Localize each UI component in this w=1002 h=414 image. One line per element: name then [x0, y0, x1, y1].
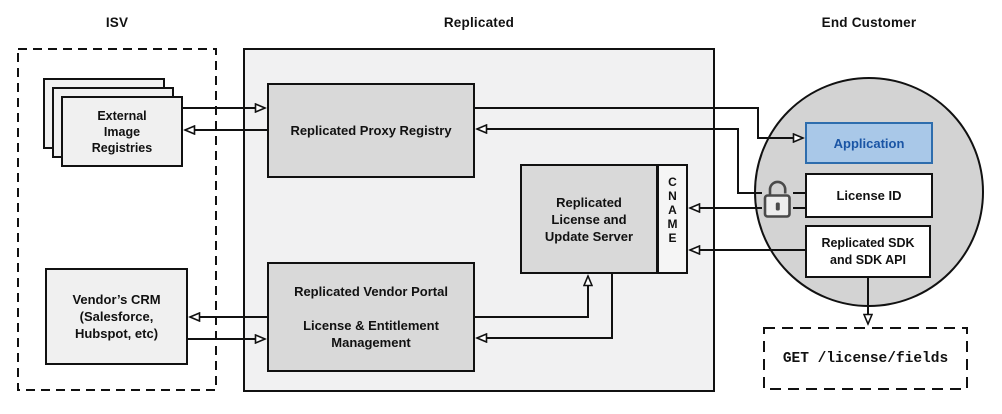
arrow-server-to-portal — [477, 274, 613, 338]
replicated-sdk-box: Replicated SDK and SDK API — [805, 225, 931, 278]
arrow-proxy-to-application — [475, 107, 803, 138]
application-box: Application — [805, 122, 933, 164]
external-image-registries-label: External Image Registries — [91, 108, 153, 155]
unlock-icon — [762, 180, 793, 221]
replicated-proxy-registry-box: Replicated Proxy Registry — [267, 83, 475, 178]
isv-section-title: ISV — [105, 15, 129, 30]
get-endpoint-dashed-box — [763, 327, 968, 390]
replicated-proxy-registry-label: Replicated Proxy Registry — [290, 123, 452, 138]
replicated-vendor-portal-box: Replicated Vendor Portal License & Entit… — [267, 262, 475, 372]
external-image-registries-box: External Image Registries — [61, 96, 183, 167]
replicated-sdk-label: Replicated SDK and SDK API — [821, 236, 915, 267]
cname-strip: C N A M E — [657, 164, 688, 274]
replicated-license-update-server-box: Replicated License and Update Server — [520, 164, 658, 274]
license-id-label: License ID — [836, 188, 902, 203]
end-customer-section-title: End Customer — [821, 15, 917, 30]
replicated-section-title: Replicated — [443, 15, 515, 30]
arrow-portal-to-server — [475, 276, 588, 318]
application-label: Application — [833, 135, 905, 151]
cname-label: C N A M E — [667, 175, 678, 245]
replicated-license-update-server-label: Replicated License and Update Server — [544, 194, 634, 244]
get-license-fields-box: GET /license/fields — [763, 327, 968, 390]
replicated-vendor-portal-label: Replicated Vendor Portal License & Entit… — [294, 284, 448, 350]
vendor-crm-box: Vendor’s CRM (Salesforce, Hubspot, etc) — [45, 268, 188, 365]
get-license-fields-label: GET /license/fields — [782, 350, 949, 367]
vendor-crm-label: Vendor’s CRM (Salesforce, Hubspot, etc) — [72, 292, 161, 341]
license-id-box: License ID — [805, 173, 933, 218]
isv-dashed-container — [17, 48, 217, 391]
